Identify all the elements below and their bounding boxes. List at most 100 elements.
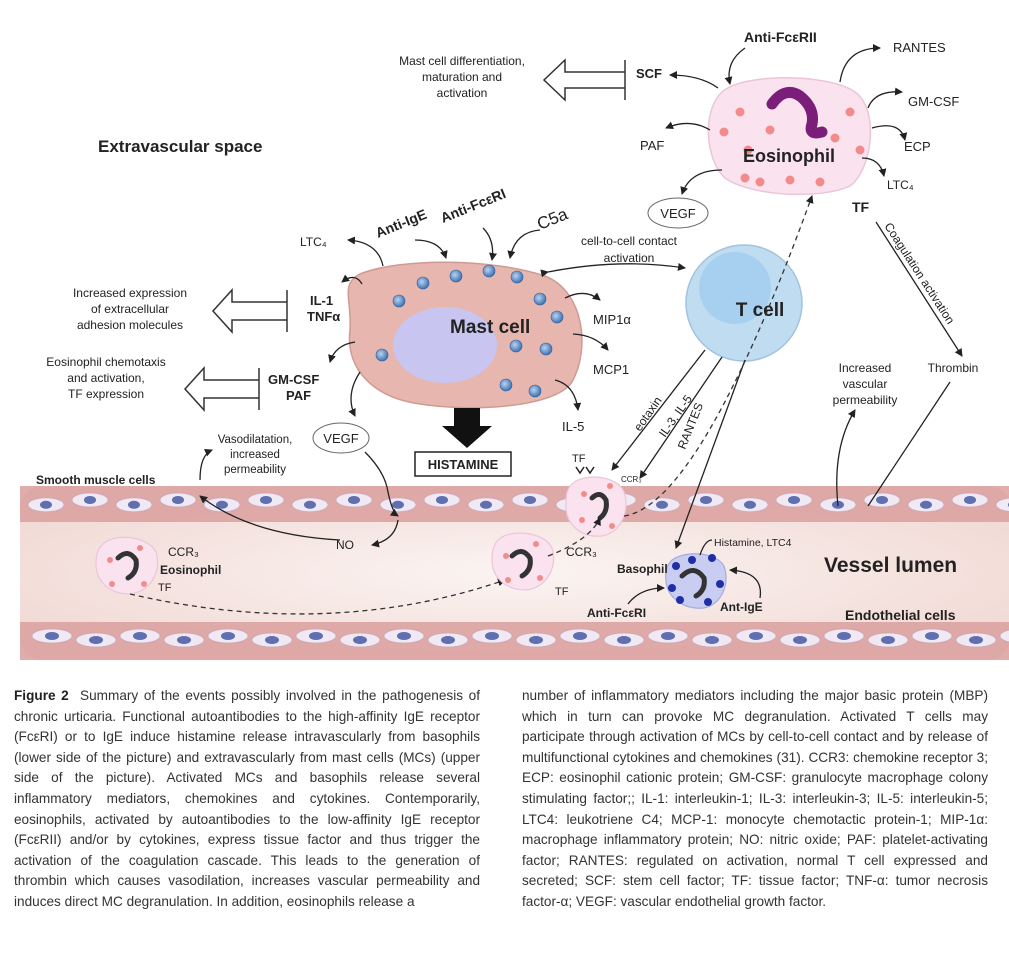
eosinophil-wall-body — [565, 476, 627, 537]
arrow-mc-il1 — [341, 274, 363, 285]
mc-il5: IL-5 — [562, 419, 584, 434]
endothelial-nucleus — [573, 632, 587, 640]
eosinophil-left-nucleus — [115, 551, 139, 581]
eosinophil-top: Eosinophil — [707, 77, 872, 196]
arrow-eos-gmcsf — [867, 87, 903, 109]
granule — [609, 523, 615, 529]
eos-ltc4: LTC₄ — [887, 178, 914, 192]
granule — [503, 553, 509, 559]
smooth-muscle-nucleus — [876, 496, 888, 504]
eosinophil-granule — [735, 107, 745, 117]
smooth-muscle-nucleus — [524, 496, 536, 504]
arrow-eos-ecp — [871, 125, 908, 141]
eosinophil-mid-nucleus — [509, 549, 533, 579]
mast-cell-granule — [375, 348, 389, 362]
smooth-muscle-nucleus — [216, 500, 228, 509]
arrow-mc-mip1a — [564, 292, 601, 301]
eosinophil-top-granules — [719, 107, 865, 187]
smooth-muscle-nucleus — [744, 500, 756, 509]
arrow-to-vasodilatation — [199, 449, 213, 481]
eos-mid-ccr3: CCR₃ — [566, 545, 597, 559]
smooth-muscle-nucleus — [348, 496, 360, 504]
t-cell-label: T cell — [736, 300, 785, 321]
endothelial-nucleus — [793, 636, 807, 644]
mast-cell-granule — [550, 310, 564, 324]
t-cell-nucleus — [699, 252, 771, 324]
mc-mcp1: MCP1 — [593, 362, 629, 377]
mast-cell-granule — [528, 384, 542, 398]
endothelial-nucleus — [309, 632, 323, 640]
basophil-granules — [668, 554, 724, 606]
smooth-muscle-nucleus — [304, 500, 316, 509]
arrow-rantes — [674, 359, 746, 549]
arrow-basophil-anti-fceri — [627, 584, 665, 605]
hollow-arrow-adhesion — [211, 288, 288, 334]
eosinophil-left — [95, 536, 159, 595]
arrow-basophil-release — [699, 539, 713, 556]
eos-paf: PAF — [640, 138, 664, 153]
caption-left: Figure 2 Summary of the events possibly … — [14, 686, 480, 913]
figure-label: Figure 2 — [14, 688, 69, 703]
endothelial-nucleus — [969, 636, 983, 644]
granule — [533, 541, 539, 547]
endothelial-nucleus — [485, 632, 499, 640]
endothelial-label: Endothelial cells — [845, 607, 956, 623]
smooth-muscle-nucleus — [700, 496, 712, 504]
granule — [607, 483, 613, 489]
arrow-eos-rantes — [839, 44, 881, 83]
adhesion-line3: adhesion molecules — [77, 318, 183, 332]
eos-left-tf: TF — [158, 582, 172, 594]
eosinophil-mid — [491, 532, 555, 591]
endothelial-nucleus — [529, 636, 543, 644]
arrow-vessel-to-no — [371, 519, 399, 548]
mc-diff-line1: Mast cell differentiation, — [399, 54, 525, 68]
granule — [109, 581, 115, 587]
stimulus-c5a: C5a — [534, 204, 571, 234]
wall-tf-receptors — [575, 466, 595, 475]
endothelial-nucleus — [881, 636, 895, 644]
smooth-muscle-label: Smooth muscle cells — [36, 473, 156, 487]
vasodilatation-line3: permeability — [224, 464, 286, 476]
mc-gmcsf: GM-CSF — [268, 372, 319, 387]
endothelial-nucleus — [661, 632, 675, 640]
mast-cell-granule — [539, 342, 553, 356]
mc-diff-line3: activation — [437, 86, 488, 100]
arrow-mc-mcp1 — [572, 333, 609, 351]
endothelial-nucleus — [441, 636, 455, 644]
eos-mid-tf: TF — [555, 586, 569, 598]
smooth-muscle-nucleus — [656, 500, 668, 509]
smooth-muscle-nucleus — [84, 496, 96, 504]
basophil-granule — [716, 580, 724, 588]
eosinophil-granule — [755, 177, 765, 187]
hollow-arrow-eos-chemotaxis — [183, 366, 260, 412]
mc-il1: IL-1 — [310, 293, 333, 308]
caption-left-text: Summary of the events possibly involved … — [14, 688, 480, 909]
eosinophil-wall-nucleus — [589, 492, 609, 521]
basophil-anti-fceri: Anti-FcεRI — [587, 606, 646, 620]
mast-cell-granules — [375, 264, 564, 398]
endothelial-nucleus — [397, 632, 411, 640]
endothelial-nucleus — [45, 632, 59, 640]
vessel — [20, 486, 1009, 660]
eos-scf: SCF — [636, 66, 662, 81]
mast-cell-granule — [499, 378, 513, 392]
arrow-eos-paf — [665, 121, 711, 131]
endothelial-nucleus — [177, 636, 191, 644]
eosinophil-granule — [845, 107, 855, 117]
eosinophil-granule — [785, 175, 795, 185]
mc-ltc4: LTC₄ — [300, 235, 327, 249]
eosinophil-top-label: Eosinophil — [743, 146, 835, 166]
mast-cell-granule — [510, 270, 524, 284]
arrow-mc-gmcsf — [328, 341, 356, 363]
adhesion-line1: Increased expression — [73, 286, 187, 300]
extravascular-label: Extravascular space — [98, 137, 262, 156]
thrombin-label: Thrombin — [928, 361, 979, 375]
smooth-muscle-cell — [995, 497, 1009, 512]
eos-vegf-oval — [647, 197, 709, 229]
arrow-basophil-anti-ige — [729, 566, 762, 599]
mast-cell: Mast cell — [347, 261, 583, 409]
arrow-eos-ltc4 — [861, 157, 887, 177]
pathogenesis-diagram: Extravascular space Smooth muscle cells … — [20, 29, 1009, 660]
eos-vegf: VEGF — [660, 206, 695, 221]
dashed-eos-mid-wall — [547, 517, 601, 557]
